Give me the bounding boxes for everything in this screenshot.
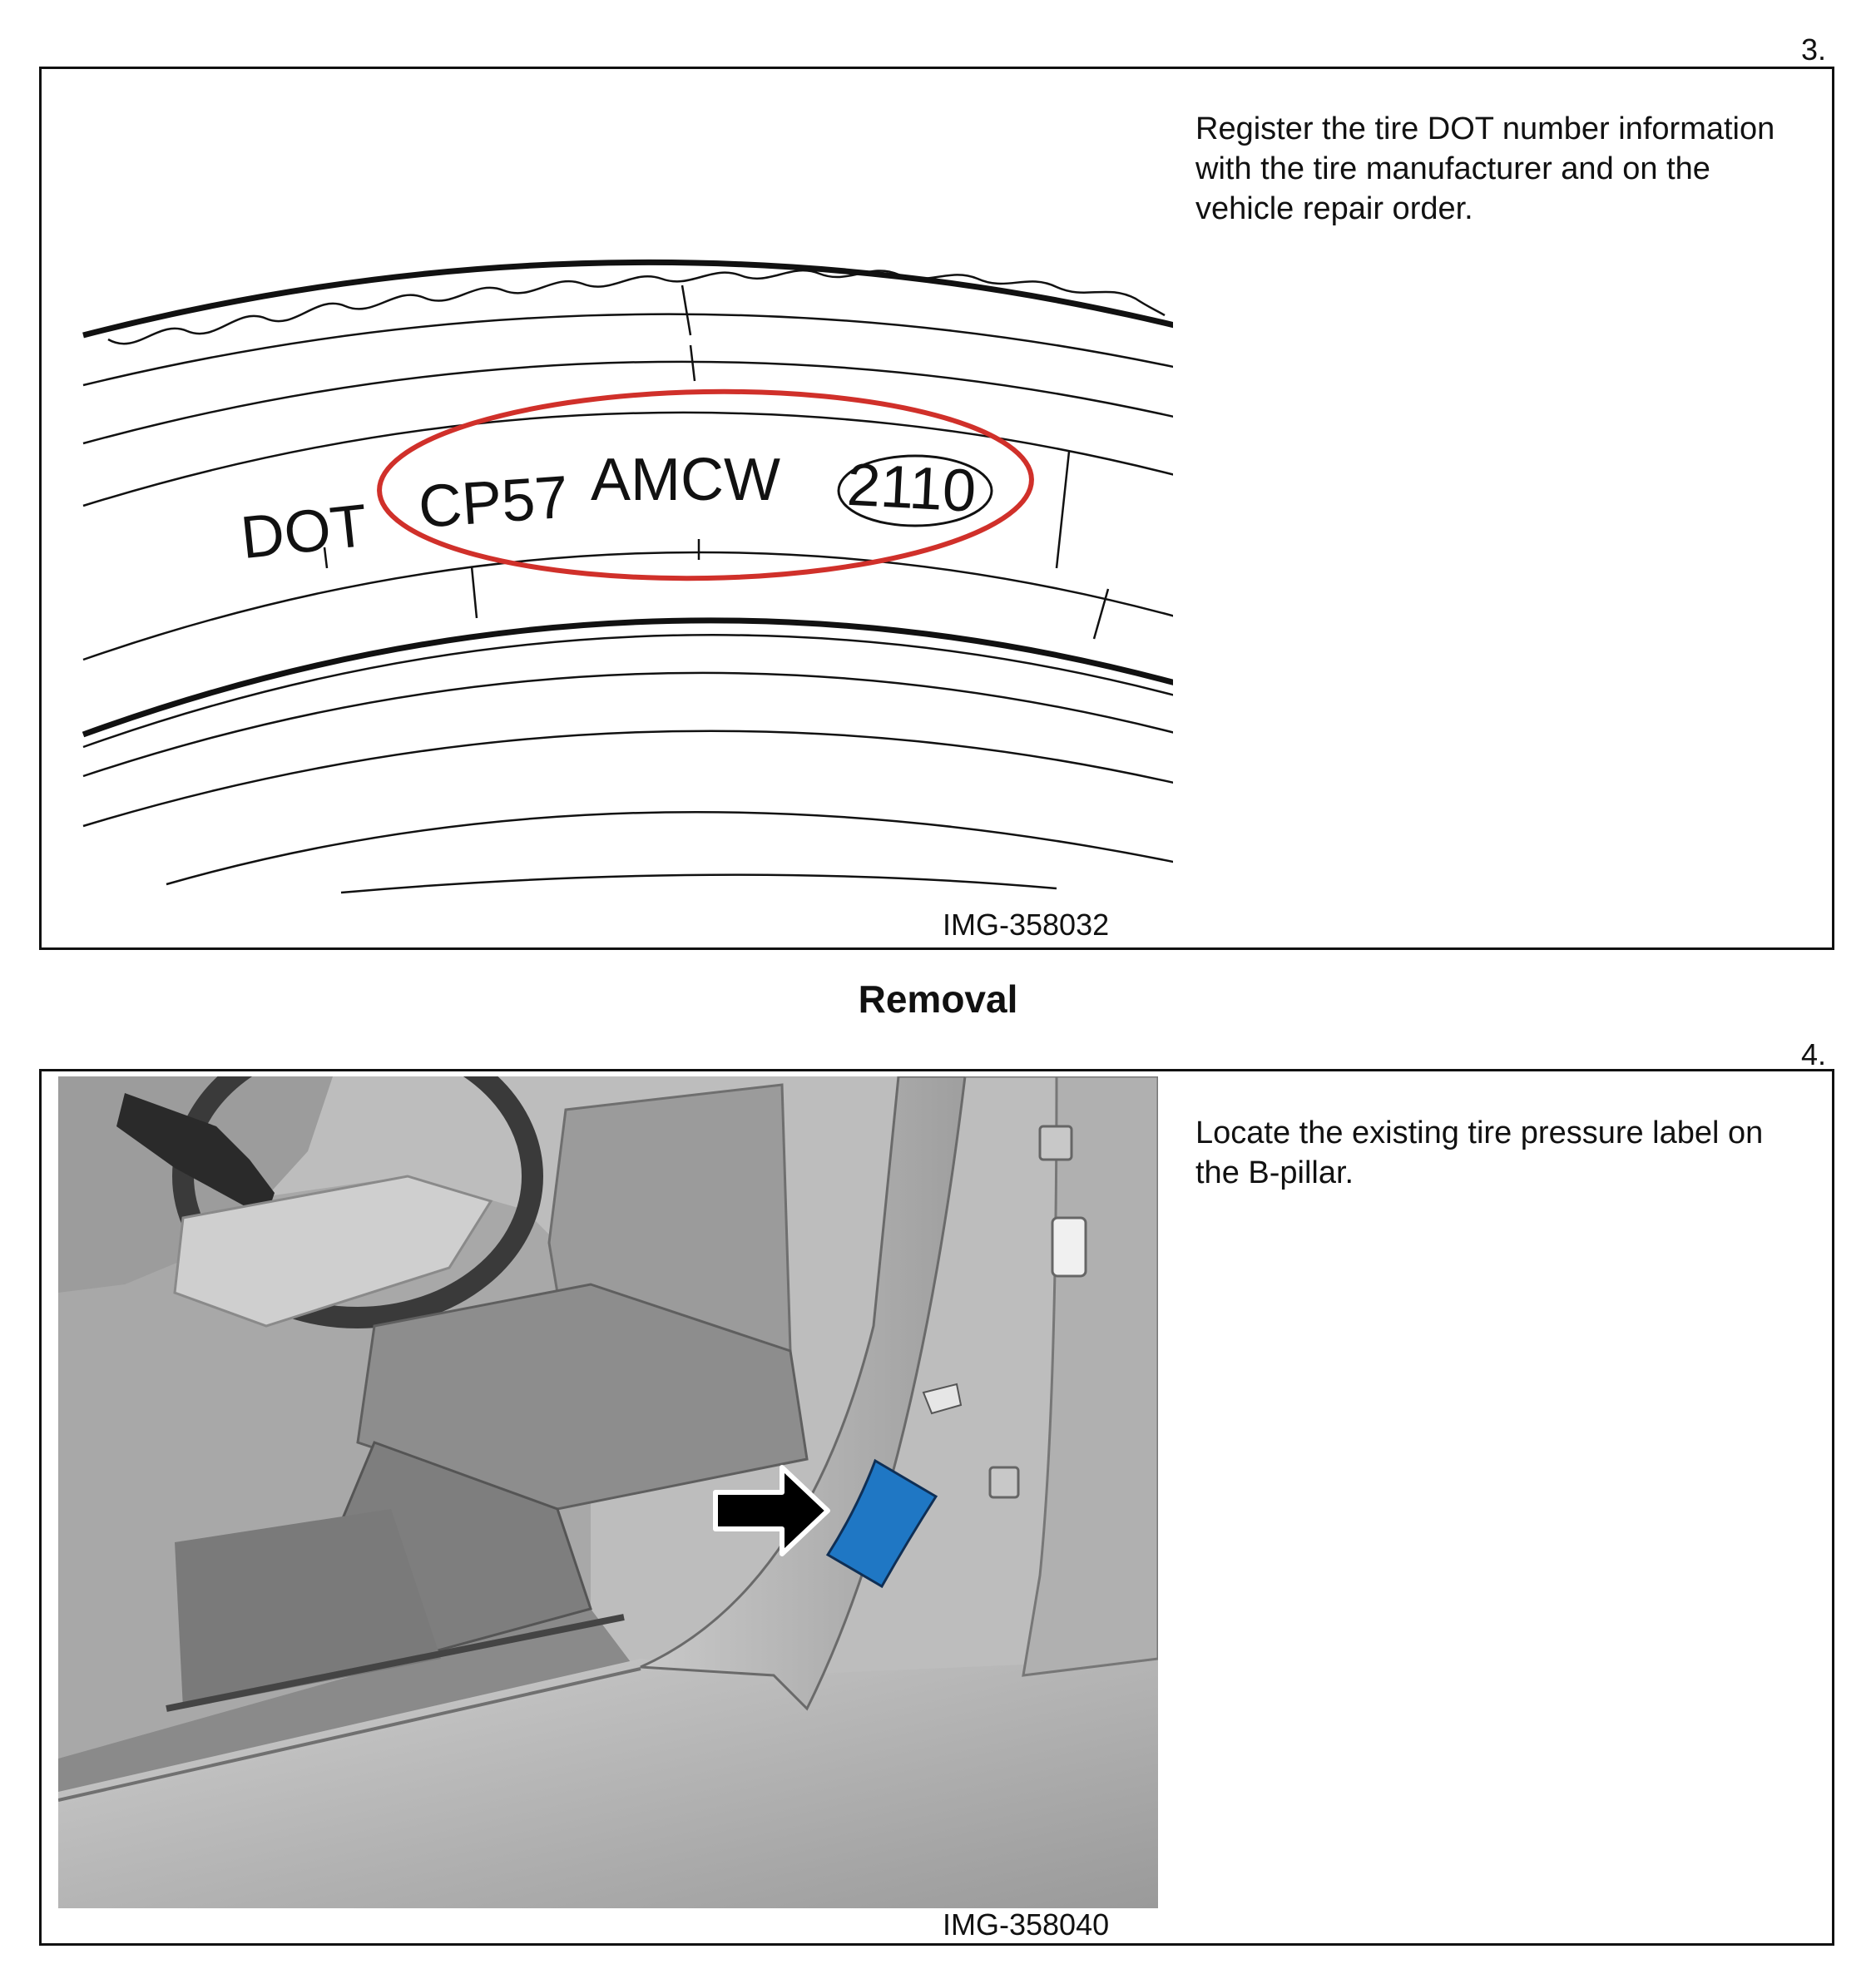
tire-sidewall-illustration: DOT CP57 AMCW 2110 xyxy=(82,259,1173,894)
highlight-ellipse xyxy=(377,388,1034,581)
step-number: 3. xyxy=(1800,32,1826,67)
pointer-arrow xyxy=(713,1465,830,1556)
size-code-marking: AMCW xyxy=(591,447,780,513)
step-3-instruction: Register the tire DOT number information… xyxy=(1195,111,1775,226)
plant-code-marking: CP57 xyxy=(416,464,570,541)
step-3-panel: DOT CP57 AMCW 2110 Register the tire DOT… xyxy=(39,67,1834,950)
image-id: IMG-358040 xyxy=(943,1907,1110,1942)
tire-pressure-label xyxy=(825,1458,938,1589)
section-title: Removal xyxy=(858,977,1018,1021)
step-number: 4. xyxy=(1800,1037,1826,1071)
date-code-outline xyxy=(837,454,993,527)
step-4-instruction: Locate the existing tire pressure label … xyxy=(1195,1116,1764,1190)
image-id: IMG-358032 xyxy=(943,908,1110,942)
dot-marking: DOT xyxy=(238,492,371,571)
step-4-panel: Locate the existing tire pressure label … xyxy=(39,1069,1834,1946)
b-pillar-illustration xyxy=(58,1076,1158,1908)
